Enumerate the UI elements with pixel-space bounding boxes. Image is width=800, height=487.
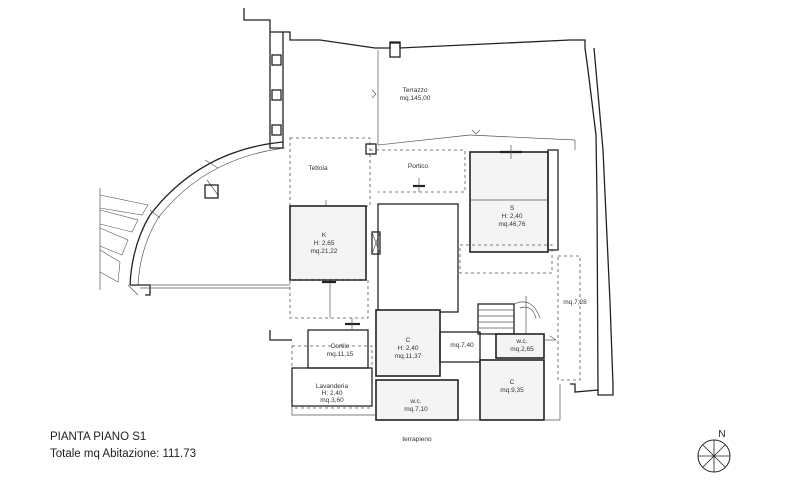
- terrazzo-area-label: mq.145,00: [400, 95, 431, 102]
- tettoia-name: Tettoia: [308, 165, 328, 172]
- portico-name: Portico: [408, 163, 429, 170]
- cortile-area: mq.11,15: [327, 351, 354, 358]
- covered-areas: Tettoia Portico: [289, 137, 466, 212]
- camera1-area: mq.11,37: [395, 353, 422, 360]
- terrazzo-name: Terrazzo: [403, 87, 428, 94]
- stair: [477, 296, 541, 335]
- kitchen-name: K: [322, 232, 327, 239]
- lavanderia-height: H: 2,40: [322, 390, 343, 397]
- corridor-area: mq.7,40: [450, 342, 474, 349]
- wc1-area: mq.7,10: [404, 406, 428, 413]
- plan-total-area: Totale mq Abitazione: 111.73: [50, 448, 196, 460]
- camera2-name: C: [510, 379, 515, 386]
- kitchen-area: mq.21,22: [310, 248, 337, 255]
- wc1-name: w.c.: [409, 398, 421, 405]
- north-label: N: [718, 429, 725, 440]
- camera2-area: mq.9,35: [500, 387, 524, 394]
- kitchen-height: H: 2,65: [314, 240, 335, 247]
- terrazzo-area: Terrazzo mq.145,00: [371, 50, 576, 150]
- main-building: K H: 2,65 mq.21,22 S H: 2,40 mq.46,76 mq…: [269, 145, 587, 421]
- lavanderia-name: Lavanderia: [316, 383, 349, 390]
- side-area: mq.7,28: [563, 299, 587, 306]
- camera1-height: H: 2,40: [398, 345, 419, 352]
- cortile-name: Cortile: [331, 343, 350, 350]
- living-area: mq.46,76: [498, 221, 525, 228]
- camera1-name: C: [406, 337, 411, 344]
- living-name: S: [510, 205, 515, 212]
- living-height: H: 2,40: [502, 213, 523, 220]
- plan-title: PIANTA PIANO S1: [50, 431, 146, 443]
- lavanderia-area: mq.3,60: [320, 397, 344, 404]
- wc2-area: mq.2,65: [510, 346, 534, 353]
- north-compass-icon: N: [697, 429, 731, 473]
- outer-walls: [243, 8, 614, 396]
- wc2-name: w.c.: [515, 338, 527, 345]
- curved-terrace: [99, 141, 290, 296]
- terrapieno-label: terrapieno: [402, 436, 432, 443]
